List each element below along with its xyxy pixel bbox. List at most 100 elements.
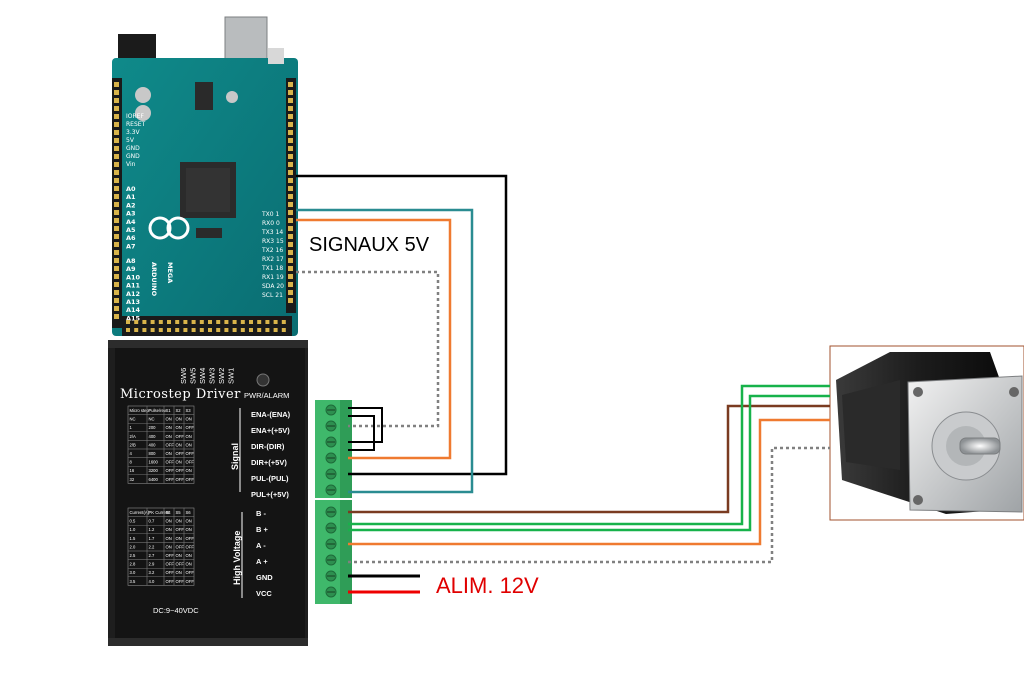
table-cell: OFF [166,477,175,482]
dip-switch-label: SW2 [217,368,226,384]
wire-green-motor-2 [348,394,830,532]
arduino-mega-board: ARDUINO MEGA A0A1A2A3A4A5A6A7A8A9A10A11A… [112,16,298,336]
hv-pin-label: GND [256,573,273,582]
analog-pin-label: A1 [126,193,136,201]
table-cell: OFF [166,553,175,558]
table-cell: ON [166,536,172,541]
wire-gray-motor [348,446,830,564]
table-cell: 1.7 [149,536,155,541]
table-cell: 3200 [149,468,159,473]
dip-switch-label: SW4 [198,368,207,384]
digital-pin-label: RX2 17 [262,256,284,263]
pwr-alarm-label: PWR/ALARM [244,391,289,400]
table-cell: OFF [186,451,195,456]
analog-pin-label: A9 [126,265,136,273]
table-cell: 8 [130,460,133,465]
table-cell: ON [176,570,182,575]
wire-brown-motor [348,404,830,514]
table-cell: OFF [186,579,195,584]
table-cell: S2 [176,408,182,413]
table-cell: S4 [166,510,172,515]
analog-pin-label: A7 [126,242,136,250]
signal-pin-labels: ENA-(ENA)ENA+(+5V)DIR-(DIR)DIR+(+5V)PUL-… [251,410,291,499]
arduino-model: MEGA [166,262,174,283]
table-cell: 4 [130,451,133,456]
digital-pin-label: SDA 20 [262,283,284,290]
table-cell: OFF [176,451,185,456]
table-cell: ON [166,519,172,524]
digital-pin-label: TX3 14 [261,229,283,236]
table-cell: ON [186,417,192,422]
table-cell: Pulse/rev [149,408,167,413]
wire-black-signal [296,174,508,476]
table-cell: NC [149,417,155,422]
analog-pin-label: A4 [126,218,136,226]
table-cell: 2.8 [130,562,136,567]
hv-pin-label: B + [256,525,269,534]
table-cell: 2.9 [149,562,155,567]
table-cell: OFF [166,562,175,567]
power-pin-label: IOREF [126,113,144,120]
table-cell: 200 [149,425,157,430]
table-cell: 400 [149,442,157,447]
signal-pin-label: PUL+(+5V) [251,490,289,499]
table-cell: ON [186,553,192,558]
wire-green-motor [348,384,830,526]
table-cell: S1 [166,408,172,413]
table-cell: ON [186,519,192,524]
dc-voltage-label: DC:9~40VDC [153,606,199,615]
table-cell: ON [186,442,192,447]
table-cell: 3.5 [130,579,136,584]
table-cell: NC [130,417,136,422]
table-cell: ON [176,460,182,465]
table-cell: ON [176,536,182,541]
jumper-ena-dir [348,407,383,443]
table-cell: OFF [186,544,195,549]
power-pin-label: 3.3V [126,129,141,136]
table-cell: ON [186,468,192,473]
table-cell: OFF [166,570,175,575]
analog-pin-label: A0 [126,185,136,193]
analog-pin-label: A10 [126,273,141,281]
table-cell: 1.0 [130,527,136,532]
analog-pin-label: A3 [126,210,136,218]
table-cell: 6400 [149,477,159,482]
table-cell: PK Current [149,510,171,515]
table-cell: 400 [149,434,157,439]
digital-pin-label: RX3 15 [262,238,284,245]
table-cell: ON [176,442,182,447]
wire-gray-signal [296,270,440,428]
power-pin-label: Vin [126,161,136,168]
analog-pin-labels: A0A1A2A3A4A5A6A7A8A9A10A11A12A13A14A15IO… [126,113,146,322]
table-cell: ON [186,562,192,567]
table-cell: OFF [166,468,175,473]
table-cell: ON [176,425,182,430]
table-cell: ON [176,417,182,422]
analog-pin-label: A15 [126,314,141,322]
digital-pin-label: SCL 21 [262,292,283,299]
table-cell: 1.2 [149,527,155,532]
analog-pin-label: A12 [126,290,140,298]
motor-shaft [959,437,1001,455]
analog-pin-label: A11 [126,282,141,290]
signal-pin-label: ENA+(+5V) [251,426,290,435]
table-cell: OFF [176,477,185,482]
table-cell: 4.0 [149,579,155,584]
reset-button [268,48,284,64]
table-cell: 3.2 [149,570,155,575]
table-cell: OFF [186,570,195,575]
table-cell: OFF [176,434,185,439]
wire-teal-signal [296,208,474,494]
table-cell: ON [166,544,172,549]
dip-switch-label: SW5 [189,368,198,384]
table-cell: ON [166,527,172,532]
power-pin-label: RESET [126,121,146,128]
table-cell: S3 [186,408,192,413]
arduino-logo [148,216,190,240]
